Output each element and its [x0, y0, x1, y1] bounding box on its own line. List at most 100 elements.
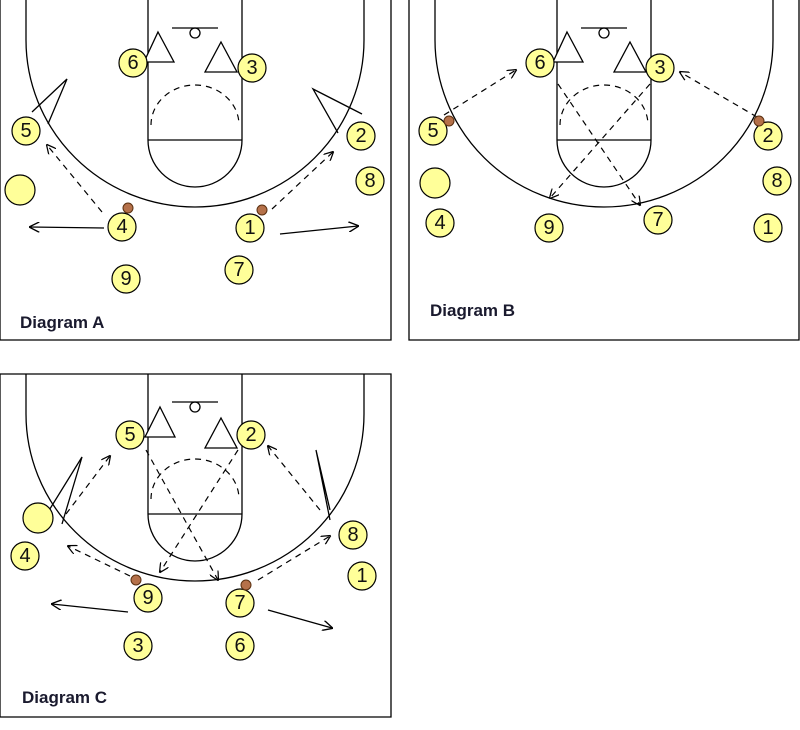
panel-border — [0, 373, 392, 718]
pass-arrow — [47, 145, 103, 213]
player-4: 4 — [425, 208, 455, 238]
player-8: 8 — [762, 166, 792, 196]
ball-icon — [130, 574, 142, 586]
svg-text:2: 2 — [245, 424, 256, 446]
svg-text:3: 3 — [132, 635, 143, 657]
defender-triangle — [143, 405, 177, 438]
defender-triangle — [142, 30, 176, 63]
pass-arrow — [271, 152, 333, 210]
player-6: 6 — [225, 631, 255, 661]
svg-text:3: 3 — [246, 57, 257, 79]
pass-arrow — [65, 456, 110, 515]
defender-triangle — [203, 40, 239, 73]
player-9: 9 — [534, 213, 564, 243]
player-9: 9 — [133, 583, 163, 613]
svg-text:8: 8 — [364, 170, 375, 192]
diagram-title: Diagram A — [20, 313, 104, 332]
player-8: 8 — [338, 520, 368, 550]
svg-text:5: 5 — [20, 120, 31, 142]
player-3: 3 — [123, 631, 153, 661]
ball-icon — [753, 115, 765, 127]
player-7: 7 — [224, 255, 254, 285]
svg-text:2: 2 — [762, 125, 773, 147]
ball-icon — [240, 579, 252, 591]
svg-text:9: 9 — [543, 217, 554, 239]
svg-text:1: 1 — [762, 217, 773, 239]
svg-text:8: 8 — [347, 524, 358, 546]
svg-text:4: 4 — [19, 545, 30, 567]
cut-arrow — [160, 449, 239, 572]
player-2: 2 — [236, 420, 266, 450]
svg-text:7: 7 — [234, 592, 245, 614]
player-6: 6 — [118, 48, 148, 78]
svg-text:6: 6 — [127, 52, 138, 74]
player-7: 7 — [643, 205, 673, 235]
svg-text:5: 5 — [124, 424, 135, 446]
pass-arrow — [68, 546, 131, 577]
svg-text:9: 9 — [142, 587, 153, 609]
ball-icon — [443, 115, 455, 127]
defender-triangle — [551, 30, 585, 63]
player-3: 3 — [645, 53, 675, 83]
player-4: 4 — [107, 212, 137, 242]
svg-text:6: 6 — [234, 635, 245, 657]
svg-text:4: 4 — [434, 212, 445, 234]
move-arrow — [267, 609, 332, 628]
panel-border — [408, 0, 800, 341]
screen-cut-mark — [47, 456, 83, 525]
player-2: 2 — [346, 121, 376, 151]
svg-text:1: 1 — [356, 565, 367, 587]
player-4: 4 — [10, 541, 40, 571]
player-7: 7 — [225, 588, 255, 618]
defender-triangle — [612, 40, 648, 73]
svg-text:8: 8 — [771, 170, 782, 192]
player-6: 6 — [525, 48, 555, 78]
player-empty — [4, 174, 36, 206]
move-arrow — [30, 227, 105, 228]
defender-triangle — [203, 416, 239, 449]
pass-arrow — [268, 446, 321, 511]
half-court — [25, 0, 365, 208]
cut-arrow — [557, 83, 640, 205]
svg-text:7: 7 — [652, 209, 663, 231]
player-empty — [419, 167, 451, 199]
svg-text:4: 4 — [116, 216, 127, 238]
diagram-title: Diagram B — [430, 301, 515, 320]
half-court — [434, 0, 774, 208]
svg-text:3: 3 — [654, 57, 665, 79]
screen-cut-mark — [31, 78, 68, 125]
diagram-b: 6 3 5 2 8 4 9 7 1 Diagram B — [408, 0, 800, 341]
ball-icon — [256, 204, 268, 216]
screen-cut-mark — [311, 87, 363, 134]
ball-icon — [122, 202, 134, 214]
move-arrow — [52, 604, 129, 613]
player-5: 5 — [115, 420, 145, 450]
move-arrow — [279, 226, 358, 235]
pass-arrow — [680, 72, 758, 118]
player-1: 1 — [753, 213, 783, 243]
svg-text:6: 6 — [534, 52, 545, 74]
svg-text:9: 9 — [120, 268, 131, 290]
player-3: 3 — [237, 53, 267, 83]
player-1: 1 — [235, 213, 265, 243]
player-8: 8 — [355, 166, 385, 196]
diagram-a: 6 3 5 2 8 4 1 9 7 Diagram A — [0, 0, 392, 341]
player-1: 1 — [347, 561, 377, 591]
svg-text:2: 2 — [355, 125, 366, 147]
svg-text:5: 5 — [427, 120, 438, 142]
player-2: 2 — [753, 121, 783, 151]
player-9: 9 — [111, 264, 141, 294]
player-empty — [22, 502, 54, 534]
svg-text:7: 7 — [233, 259, 244, 281]
pass-arrow — [443, 70, 516, 116]
player-5: 5 — [11, 116, 41, 146]
diagram-title: Diagram C — [22, 688, 107, 707]
pass-arrow — [257, 536, 330, 581]
svg-text:1: 1 — [244, 217, 255, 239]
cut-arrow — [550, 83, 651, 198]
diagram-c: 5 2 8 4 1 9 7 3 6 Diagram C — [0, 373, 392, 718]
cut-arrow — [145, 449, 218, 580]
screen-cut-mark — [315, 449, 331, 521]
panel-border — [0, 0, 392, 341]
